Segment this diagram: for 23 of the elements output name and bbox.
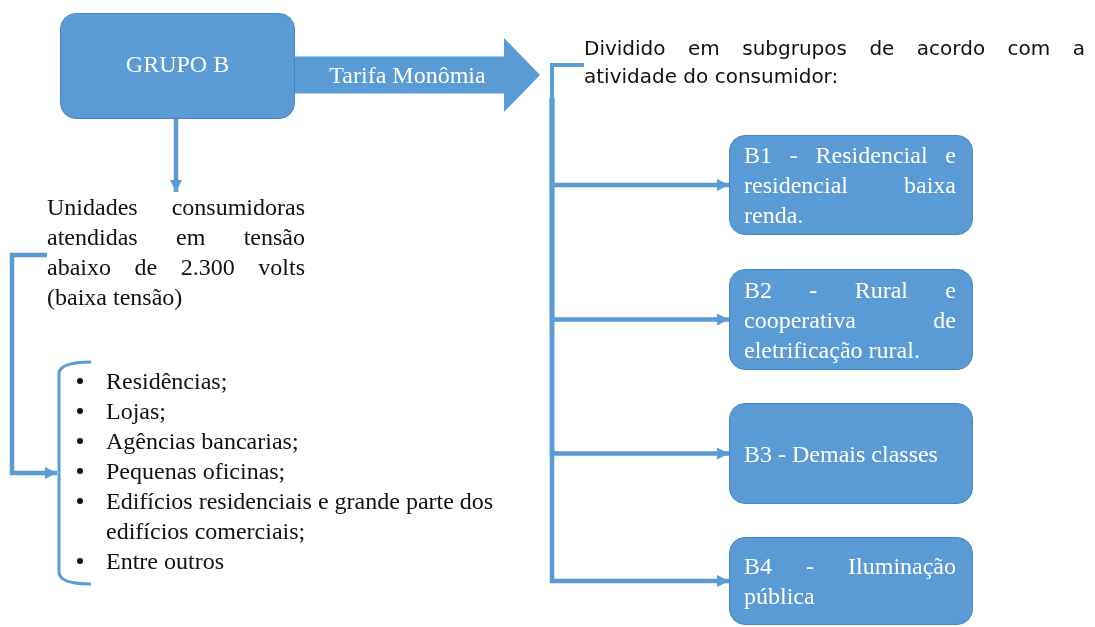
description-text: Unidades consumidoras atendidas em tensão abaixo de 2.300 volts (baixa tensão): [47, 192, 305, 316]
subgroup-box: [729, 269, 973, 370]
box-label: B4 - Iluminação pública: [744, 552, 956, 611]
list-item: Entre outros: [106, 548, 224, 574]
arrow: [549, 98, 729, 587]
box-label: B2 - Rural e cooperativa de eletrificação rural.: [744, 275, 956, 365]
box-label: B1 - Residencial e residencial baixa renda.: [744, 141, 956, 230]
group-box: [60, 13, 295, 119]
list-item: Agências bancarias;: [106, 428, 299, 454]
list-item: Residências;: [106, 368, 228, 394]
edge-label: Tarifa Monômia: [329, 61, 486, 90]
block-arrow: [295, 38, 540, 112]
description-text: Dividido em subgrupos de acordo com a atividade do consumidor:: [540, 34, 1085, 98]
subgroup-box: [729, 537, 973, 625]
subgroup-box: [729, 403, 973, 504]
arrow: [9, 252, 57, 479]
list-item: Lojas;: [106, 398, 166, 424]
list-item: Edifícios residenciais e grande parte dos edifícios comerciais;: [106, 488, 494, 544]
box-label: B3 - Demais classes: [744, 439, 939, 469]
box-label: GRUPO B: [124, 50, 231, 79]
arrow: [170, 119, 182, 192]
subgroup-box: [729, 135, 973, 235]
list-item: Pequenas oficinas;: [106, 458, 286, 484]
